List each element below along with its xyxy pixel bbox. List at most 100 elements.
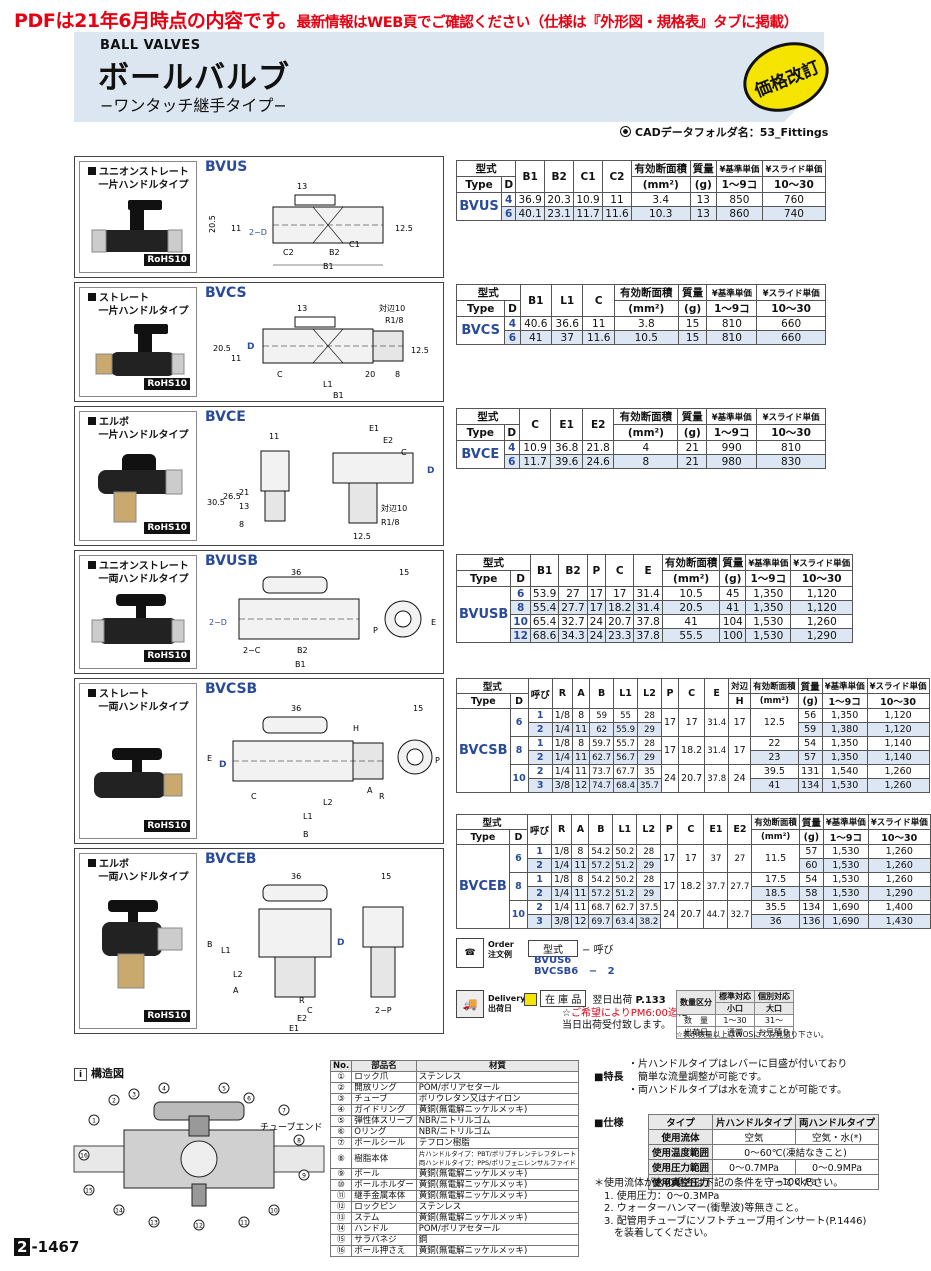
table-cell: 28 <box>636 872 662 887</box>
area-cell: 36 <box>751 914 800 929</box>
table-cell: 1,140 <box>866 736 930 751</box>
table-cell: 11 <box>602 192 632 207</box>
valve-photo-icon <box>94 748 183 798</box>
callout-circle <box>268 1204 280 1216</box>
th-qty-10-30: 10〜30 <box>761 176 827 193</box>
callout-number: 15 <box>85 1188 93 1195</box>
part-name: ステム <box>351 1212 417 1224</box>
table-cell: 62.7 <box>589 750 615 765</box>
callout-number: 2 <box>112 1098 116 1105</box>
table-cell: 21 <box>677 454 708 469</box>
table-cell: 1,350 <box>821 708 868 723</box>
table-cell: 57 <box>798 844 824 859</box>
table-cell: 36.9 <box>515 192 546 207</box>
dim-c1: C1 <box>349 240 360 249</box>
valve-photo-icon <box>91 200 183 253</box>
th-r: R <box>551 678 574 709</box>
th-mass-unit: (g) <box>689 176 718 193</box>
table-cell: 134 <box>798 900 824 915</box>
table-cell: 810 <box>706 316 758 331</box>
dim-l2: L2 <box>233 970 243 979</box>
order-example-2-call: 2 <box>607 966 615 977</box>
th-qty-1-9: 1〜9コ <box>706 424 758 441</box>
dimension-drawing: 13 対辺10 R1/8 20.5 11 D 12.5 C 20 8 L1 B1 <box>213 303 429 400</box>
th-mass-unit: (g) <box>719 570 747 587</box>
callout-number: 5 <box>222 1086 226 1093</box>
area-cell: 41 <box>750 778 799 793</box>
dim-a: A <box>367 786 373 795</box>
th-d: D <box>508 829 529 845</box>
th-b2: B2 <box>558 554 588 587</box>
th-qty-10-30: 10〜30 <box>756 300 826 317</box>
price-revision-label: 価格改訂 <box>751 57 823 102</box>
table-cell: 17 <box>660 872 679 901</box>
qty-header-std-sub: 小口 <box>715 1002 755 1015</box>
th-qty-10-30: 10〜30 <box>867 829 931 845</box>
th-qty-1-9: 1〜9コ <box>716 176 763 193</box>
th-h: H <box>728 693 752 709</box>
part-name: 弾性体スリーブ <box>351 1115 417 1127</box>
delivery-label-jp: 出荷日 <box>488 1004 512 1013</box>
th-unit-price: ¥基準単価 <box>821 678 868 694</box>
table-cell: 15 <box>677 330 708 345</box>
table-cell: 660 <box>756 316 826 331</box>
table-cell: 55.4 <box>529 600 560 615</box>
area-cell: 35.5 <box>751 900 800 915</box>
label-line2: 一両ハンドルタイプ <box>98 702 189 713</box>
structure-title-text: 構造図 <box>91 1067 124 1080</box>
area-cell: 11.5 <box>751 844 800 873</box>
dim-c: C <box>307 1006 313 1015</box>
th-slide-price: ¥スライド単価 <box>761 160 827 177</box>
dimension-drawing: 13 20.5 11 2−D 12.5 C2 B2 C1 B1 <box>208 182 413 271</box>
call-cell: 1 <box>527 872 553 887</box>
label-line1: ストレート <box>99 293 149 304</box>
part-material: ステンレス <box>415 1071 580 1083</box>
table-cell: 68.4 <box>613 778 639 793</box>
part-material: POM/ポリアセタール <box>415 1223 580 1235</box>
tube-end-label: チューブエンド <box>260 1121 322 1133</box>
qty-header-ind: 個別対応 <box>754 990 794 1003</box>
delivery-stock: 在 庫 品翌日出荷 P.133 <box>524 990 666 1007</box>
th-area-unit: (mm²) <box>751 829 800 845</box>
table-cell: 760 <box>761 192 827 207</box>
dim-30-5: 30.5 <box>207 498 225 507</box>
qty-header: 数量区分 <box>676 990 716 1015</box>
page-ref[interactable]: P.133 <box>635 995 666 1006</box>
th-call: 呼び <box>527 678 553 709</box>
table-cell: 55 <box>613 708 639 723</box>
table-cell: 24 <box>586 614 607 629</box>
part-material: 黄銅(無電解ニッケルメッキ) <box>415 1212 580 1224</box>
table-cell: 24 <box>660 764 680 793</box>
d-cell: 10 <box>510 614 531 629</box>
rohs-badge: RoHS10 <box>144 522 190 534</box>
th-type: 型式 <box>455 814 529 830</box>
th-mass: 質量 <box>677 284 708 301</box>
callout-number: 4 <box>162 1086 166 1093</box>
table-cell: 11.7 <box>518 454 552 469</box>
d-cell: 6 <box>508 844 529 873</box>
table-cell: 20.7 <box>678 764 706 793</box>
table-cell: 34.3 <box>558 628 588 643</box>
page-subtitle: −ワンタッチ継手タイプ− <box>100 96 287 115</box>
valve-photo-icon <box>102 900 183 989</box>
type-cell: BVCSB <box>456 708 511 793</box>
table-cell: 57.2 <box>588 886 614 901</box>
dim-across-flats: 対辺10 <box>379 303 405 313</box>
table-cell: 1,120 <box>790 586 854 601</box>
th-c: C <box>582 284 615 317</box>
table-cell: 8 <box>571 872 590 887</box>
english-title: BALL VALVES <box>100 38 201 53</box>
page-title: ボールバルブ <box>98 60 290 96</box>
part-material: ポリウレタン又はナイロン <box>415 1093 580 1105</box>
